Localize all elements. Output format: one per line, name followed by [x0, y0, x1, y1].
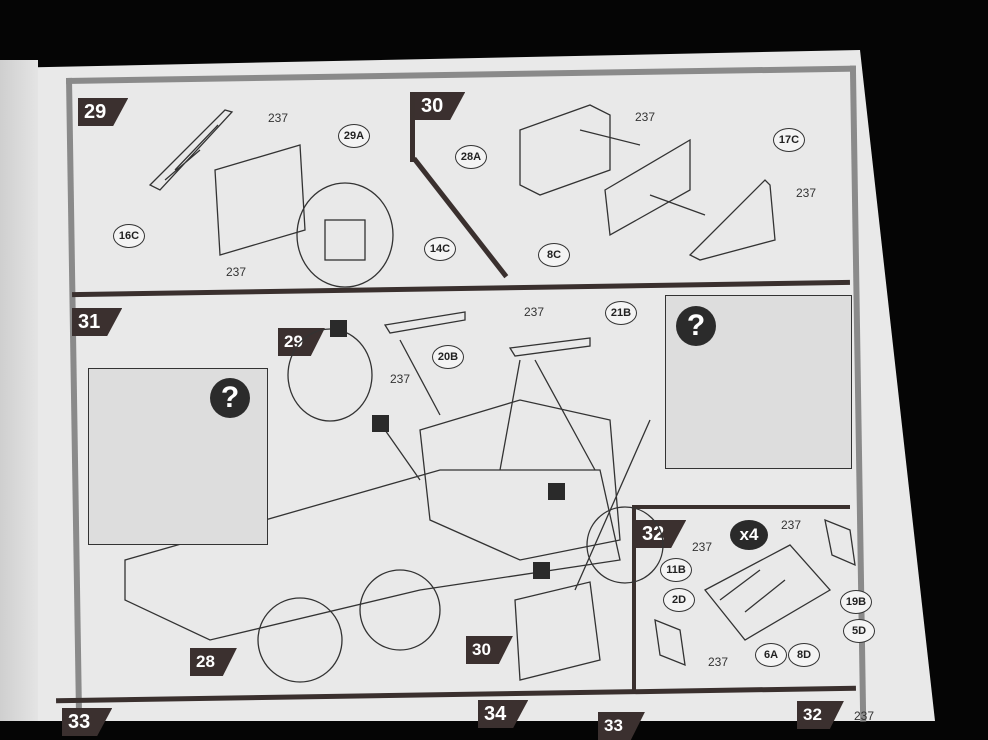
truck-cab [419, 399, 621, 561]
paint-code: 237 [524, 305, 545, 319]
glue-point-icon [548, 483, 565, 500]
bracket-16c [148, 109, 234, 191]
glue-point-icon [533, 562, 550, 579]
part-label: 29A [338, 124, 370, 148]
arrows-30 [579, 129, 706, 216]
left-page-edge [0, 60, 38, 721]
part-label: 5D [843, 619, 875, 643]
step32-left-border [632, 505, 636, 690]
spare-wheel-14c [296, 182, 394, 288]
paint-code: 237 [781, 518, 802, 532]
paint-code: 237 [796, 186, 817, 200]
paint-code: 237 [226, 265, 247, 279]
question-mark-icon: ? [210, 378, 250, 418]
bracket-2d [654, 618, 686, 667]
step-30-badge: 30 [415, 92, 466, 120]
spare-wheel-31 [287, 328, 373, 422]
part-label: 28A [455, 145, 487, 169]
part-label: 14C [424, 237, 456, 261]
wheel-cover [324, 219, 366, 261]
paint-code: 237 [692, 540, 713, 554]
step-31-badge: 31 [72, 308, 123, 336]
wheel-1 [257, 597, 343, 683]
part-label: 11B [660, 558, 692, 582]
box-30 [514, 581, 601, 681]
part-label: 21B [605, 301, 637, 325]
bracket-19b [824, 518, 856, 567]
rack-21b [508, 337, 591, 357]
plate-29a [214, 144, 306, 256]
glue-point-icon [330, 320, 347, 337]
wheel-2 [359, 569, 441, 651]
part-label: 20B [432, 345, 464, 369]
wheel-3 [586, 506, 664, 584]
truck-body [124, 469, 621, 641]
step32-top-border [632, 505, 850, 509]
column-divider-29-30 [410, 92, 415, 162]
paint-code: 237 [635, 110, 656, 124]
part-label: 19B [840, 590, 872, 614]
part-label: 16C [113, 224, 145, 248]
paint-code: 237 [390, 372, 411, 386]
part-label: 8D [788, 643, 820, 667]
rack-20b [383, 311, 466, 334]
part-label: 2D [663, 588, 695, 612]
part-label: 8C [538, 243, 570, 267]
leader-lines [384, 339, 651, 591]
paint-code: 237 [268, 111, 289, 125]
panel-8c [604, 138, 691, 237]
box-28a [519, 104, 611, 196]
paint-code: 237 [708, 655, 729, 669]
paint-code: 237 [854, 709, 875, 723]
quantity-x4-badge: x4 [730, 520, 768, 550]
part-label: 17C [773, 128, 805, 152]
glue-point-icon [372, 415, 389, 432]
bracket-17c [688, 179, 776, 261]
rack-step32 [704, 544, 832, 641]
part-label: 6A [755, 643, 787, 667]
question-mark-icon: ? [676, 306, 716, 346]
